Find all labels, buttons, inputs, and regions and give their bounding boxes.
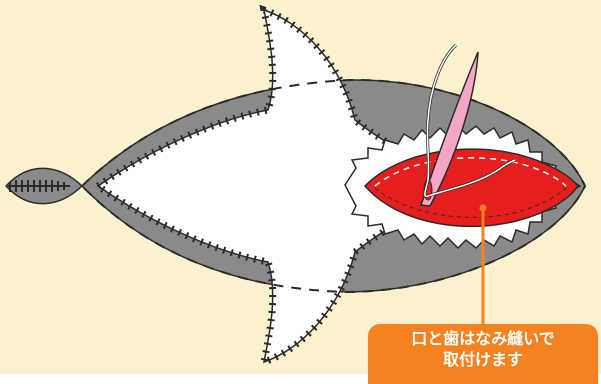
sewing-thread-inner xyxy=(424,44,516,198)
body-edge-stitches xyxy=(80,78,587,294)
instruction-callout: 口と歯はなみ縫いで 取付けます xyxy=(368,324,598,384)
callout-leader-dot xyxy=(479,204,487,212)
belly-edge-stitches xyxy=(91,4,424,368)
mouth-running-stitch-lower xyxy=(374,187,567,218)
mouth-running-stitch xyxy=(374,157,567,187)
callout-line-1: 口と歯はなみ縫いで xyxy=(411,329,555,348)
callout-line-2: 取付けます xyxy=(442,350,523,369)
tail-stitches xyxy=(8,180,70,192)
shark-pattern-illustration xyxy=(4,4,587,368)
